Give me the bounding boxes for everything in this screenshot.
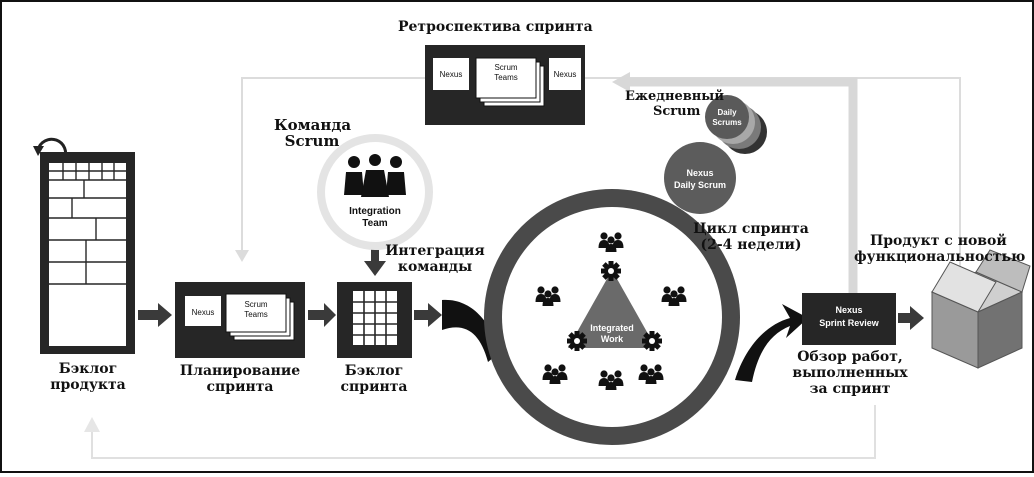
product-increment-cube-icon [930,249,1031,369]
scrum-team-title-1: Команда [274,116,352,134]
sprint-backlog-title-2: спринта [340,379,408,395]
sprint-review-label-2: Sprint Review [819,318,880,328]
sprint-review-title-1: Обзор работ, [797,349,903,365]
sprint-backlog-graphic [337,282,412,358]
sprint-backlog-to-cycle-arrow [414,303,442,327]
bottom-loop-arrow [84,417,100,432]
planning-to-backlog-arrow [308,303,336,327]
retrospective-loop-line [241,77,961,340]
product-backlog-title-2: продукта [50,377,126,393]
integration-team-circle: Integration Team [317,134,433,250]
team-to-sprint-backlog-arrow [364,245,386,276]
integrated-work-label-1: Integrated [590,323,634,333]
daily-scrum-title-1: Ежедневный [625,89,724,104]
daily-scrums-stack: Daily Scrums [705,95,767,154]
retro-nexus-right-label: Nexus [554,70,577,79]
sprint-cycle-title-1: Цикл спринта [693,221,809,237]
integration-team-label-1: Integration [349,206,401,217]
integration-title-1: Интеграция [385,243,485,259]
sprint-planning-title-2: спринта [206,379,274,395]
gear-icon [601,261,621,281]
backlog-to-planning-arrow [138,303,172,327]
daily-scrums-label-1: Daily [717,108,737,117]
sprint-cycle-ring: Integrated Work [484,189,740,445]
product-backlog-title-1: Бэклог [58,361,118,377]
nexus-daily-scrum-label-1: Nexus [686,168,713,178]
daily-scrums-label-2: Scrums [712,118,742,127]
nexus-daily-scrum-label-2: Daily Scrum [674,180,726,190]
sprint-review-label-1: Nexus [835,305,862,315]
retrospective-loop-arrow [235,250,249,262]
nexus-daily-scrum-circle: Nexus Daily Scrum [664,142,736,214]
retro-scrum-teams-label-2: Teams [494,73,518,82]
nexus-label: Nexus [192,308,215,317]
integrated-work-label-2: Work [601,334,624,344]
integration-title-2: команды [397,259,473,275]
retrospective-title: Ретроспектива спринта [398,19,593,35]
sprint-cycle-title-2: (2-4 недели) [700,237,802,253]
nexus-sprint-review-box: Nexus Sprint Review [802,293,896,345]
scrum-teams-label-2: Teams [244,310,268,319]
sprint-backlog-title-1: Бэклог [344,363,404,379]
sprint-retrospective-box: Nexus Scrum Teams Nexus [425,45,585,125]
bottom-loop-line [91,405,876,459]
retro-nexus-left-label: Nexus [440,70,463,79]
product-backlog-graphic [40,152,135,354]
sprint-planning-box: Nexus Scrum Teams [175,282,305,358]
sprint-planning-title-1: Планирование [179,363,301,379]
inflow-swoosh [442,299,500,362]
refresh-arrowhead-icon [33,146,44,156]
product-increment-title-1: Продукт с новой [870,233,1007,249]
scrum-team-title-2: Scrum [284,132,340,150]
sprint-review-title-2: выполненных [792,365,908,381]
gear-icon [642,331,662,351]
integration-team-label-2: Team [362,218,387,229]
scrum-teams-label-1: Scrum [244,300,267,309]
retro-scrum-teams-label-1: Scrum [494,63,517,72]
review-to-retrospective-arrow [612,72,630,92]
review-to-retrospective-line [628,77,858,340]
outflow-swoosh [735,304,808,382]
sprint-review-title-3: за спринт [809,381,891,397]
product-increment-title-2: функциональностью [854,249,1026,265]
review-to-product-arrow [898,306,924,330]
gear-icon [567,331,587,351]
daily-scrum-title-2: Scrum [653,104,701,119]
